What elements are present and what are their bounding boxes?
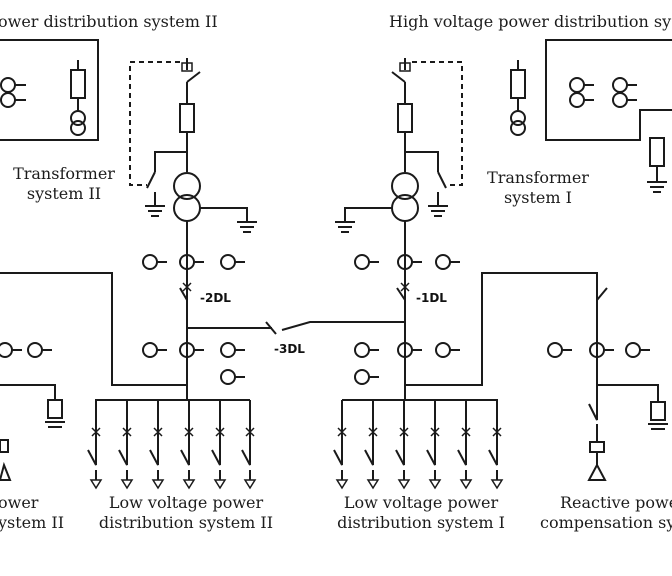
reactive-left-line1: ower [0,493,39,512]
transformer-right-line2: system I [504,188,572,207]
lv-right-line2: distribution system I [337,513,505,532]
reactive-right-label: Reactive powe compensation syst [540,493,672,533]
transformer-left-line1: Transformer [13,164,115,183]
switch-icon [145,151,257,233]
feeder-terminals [89,427,504,490]
transformer-right-line1: Transformer [487,168,589,187]
switch-icon [335,151,448,233]
reactive-left-label: ower ystem II [0,493,78,533]
breaker-marks [182,282,410,292]
left-lv-feeders [87,399,251,480]
right-reactive-feed [405,272,598,386]
left-interlock-dashed [129,61,180,186]
hv-left-label: ower distribution system II [0,12,218,31]
transformer-left-label: Transformer system II [0,164,128,204]
lv-left-label: Low voltage power distribution system II [96,493,276,533]
right-transformer-feeder [391,58,419,400]
lv-left-line1: Low voltage power [108,493,264,512]
right-interlock-dashed [412,61,463,186]
fuse-icon [70,60,86,136]
hv-left-box [0,39,99,141]
lv-right-line1: Low voltage power [343,493,499,512]
current-transformer-icon [0,342,650,385]
breaker-1dl-label: -1DL [416,291,447,305]
hv-right-label: High voltage power distribution syste [389,12,672,31]
breaker-2dl-label: -2DL [200,291,231,305]
capacitor-icon [0,384,65,481]
reactive-left-line2: ystem II [0,513,65,532]
lv-right-label: Low voltage power distribution system I [331,493,511,533]
fuse-icon [510,60,526,136]
current-transformer-icon [142,254,460,270]
bus-tie-3dl [187,321,405,331]
left-reactive-feed [0,272,187,386]
reactive-right-line2: compensation syst [540,513,672,532]
hv-right-box [545,39,672,141]
lv-left-line2: distribution system II [98,513,274,532]
reactive-right-line1: Reactive powe [560,493,672,512]
current-transformer-icon [0,77,26,108]
capacitor-icon [587,287,668,481]
transformer-left-line2: system II [26,184,102,203]
ground-icon [647,137,667,193]
transformer-right-label: Transformer system I [476,168,600,208]
breaker-3dl-label: -3DL [274,342,305,356]
current-transformer-icon [569,77,637,108]
left-transformer-feeder [173,58,201,400]
right-lv-feeders [333,399,498,480]
